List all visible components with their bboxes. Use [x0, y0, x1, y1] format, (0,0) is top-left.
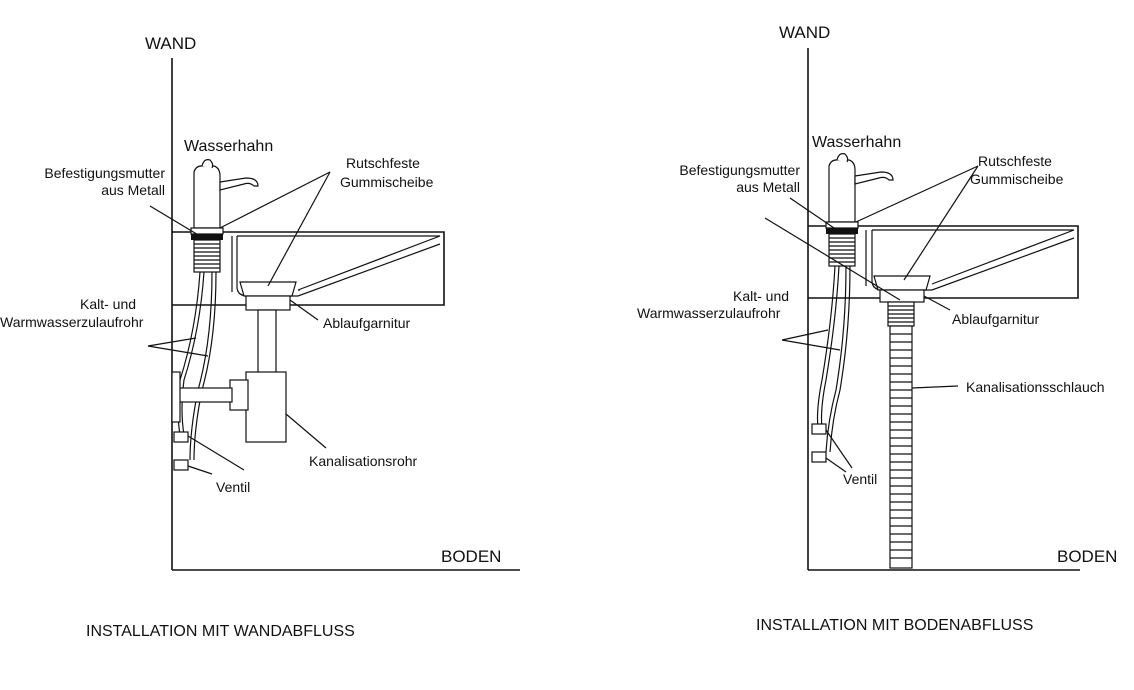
left-faucet: [190, 159, 259, 273]
left-valve-lower: [173, 459, 189, 471]
right-washer-label-2: Gummischeibe: [970, 171, 1064, 187]
left-faucet-label: Wasserhahn: [184, 138, 273, 155]
right-floor-hose: [889, 325, 913, 569]
left-basin: [172, 231, 445, 306]
right-diagram: WAND BODEN Wasserhahn Befestigungsmutter…: [637, 23, 1117, 634]
left-valve-label: Ventil: [216, 479, 250, 495]
right-pipes-label-1: Kalt- und: [733, 288, 789, 304]
left-sewer-label: Kanalisationsrohr: [309, 453, 418, 469]
right-valve-label: Ventil: [843, 471, 877, 487]
right-drain-hose: [873, 275, 931, 569]
right-valve-lower: [811, 451, 827, 463]
right-leader-lines: [764, 165, 979, 473]
right-metal-nut: [826, 228, 858, 234]
right-drain-label: Ablaufgarnitur: [952, 311, 1040, 327]
left-pipes-label-1: Kalt- und: [80, 296, 136, 312]
left-washer-label-1: Rutschfeste: [346, 155, 420, 171]
left-metal-nut: [191, 234, 223, 240]
left-caption: INSTALLATION MIT WANDABFLUSS: [86, 623, 355, 640]
left-drain-siphon: [171, 281, 297, 443]
right-floor-label: BODEN: [1057, 547, 1117, 566]
left-drain-label: Ablaufgarnitur: [323, 315, 411, 331]
right-supply-pipes: [811, 265, 851, 463]
right-nut-label-1: Befestigungsmutter: [679, 162, 800, 178]
left-valve-upper: [173, 431, 189, 443]
right-valve-upper: [811, 423, 827, 435]
right-hose-label: Kanalisationsschlauch: [966, 379, 1105, 395]
right-faucet-label: Wasserhahn: [812, 134, 901, 151]
left-nut-label-2: aus Metall: [101, 182, 165, 198]
right-wall-label: WAND: [779, 23, 830, 42]
right-faucet: [825, 153, 894, 267]
right-washer-label-1: Rutschfeste: [978, 153, 1052, 169]
left-diagram: WAND BODEN Wasserhahn Befestigungsmutter…: [0, 34, 520, 640]
left-nut-label-1: Befestigungsmutter: [44, 165, 165, 181]
left-floor-label: BODEN: [441, 547, 501, 566]
left-wall-label: WAND: [145, 34, 196, 53]
right-nut-label-2: aus Metall: [736, 179, 800, 195]
left-washer-label-2: Gummischeibe: [340, 174, 434, 190]
left-leader-lines: [147, 171, 331, 475]
right-caption: INSTALLATION MIT BODENABFLUSS: [756, 617, 1033, 634]
right-pipes-label-2: Warmwasserzulaufrohr: [637, 305, 781, 321]
left-pipes-label-2: Warmwasserzulaufrohr: [0, 314, 144, 330]
